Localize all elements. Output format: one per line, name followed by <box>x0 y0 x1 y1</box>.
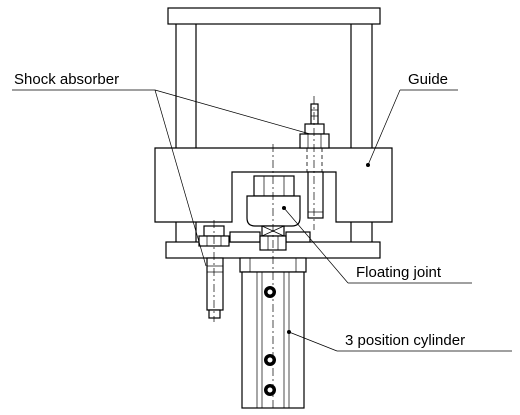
label-shock-absorber: Shock absorber <box>14 71 119 88</box>
label-guide: Guide <box>408 71 448 88</box>
leader-lines <box>12 89 512 352</box>
guide-block <box>154 147 393 223</box>
label-floating-joint: Floating joint <box>356 264 442 281</box>
three-position-cylinder <box>239 144 307 410</box>
label-3-position-cylinder: 3 position cylinder <box>345 332 465 349</box>
shock-absorber-upper <box>299 96 330 230</box>
top-plate <box>167 7 381 25</box>
floating-joint <box>246 175 301 251</box>
shock-absorber-lower <box>198 220 230 322</box>
